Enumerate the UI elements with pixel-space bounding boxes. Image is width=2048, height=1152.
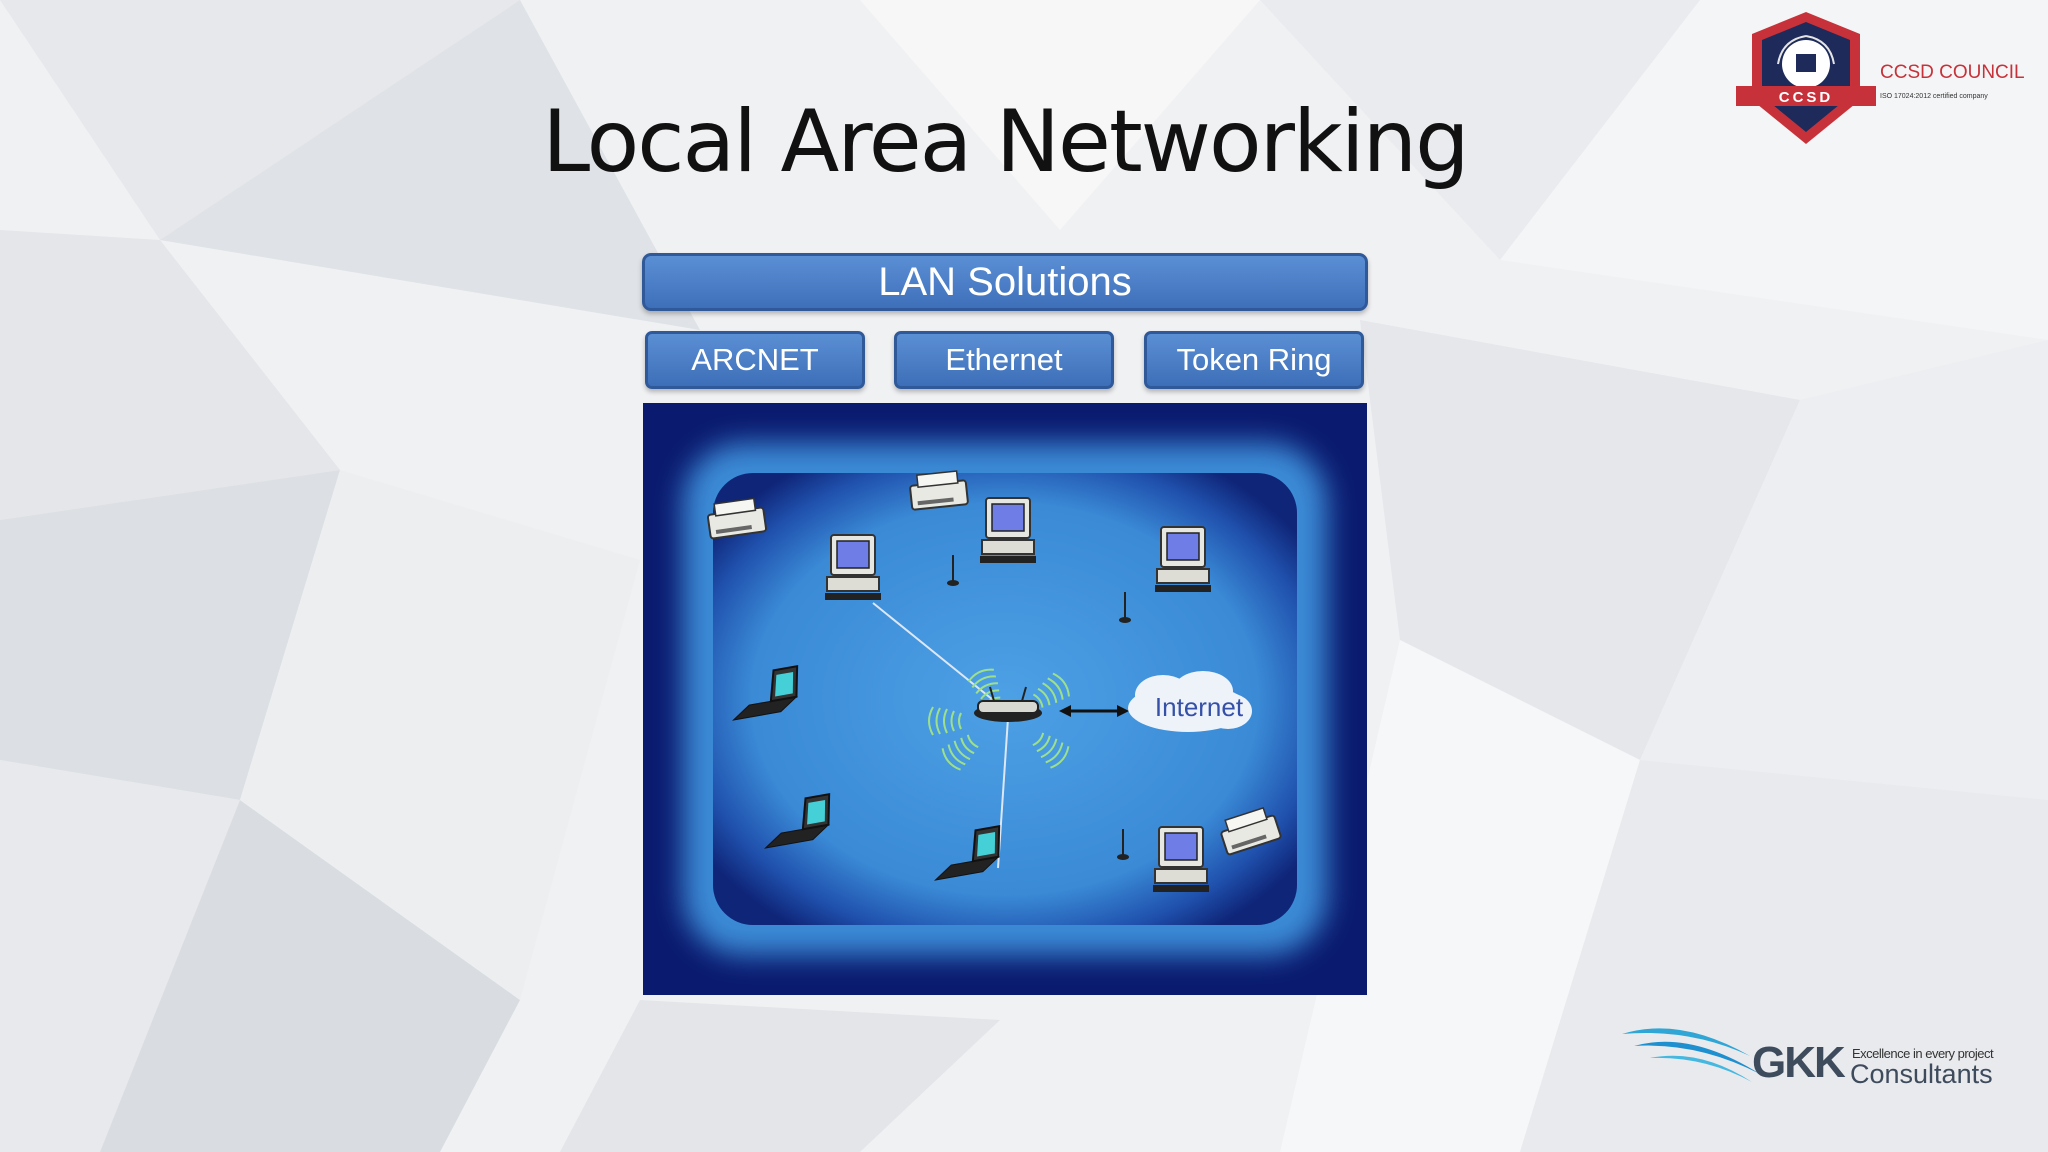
gkk-swoosh-icon [1622, 1028, 1760, 1082]
internet-label: Internet [1155, 692, 1244, 722]
internet-cloud-icon [1128, 671, 1252, 732]
ccsd-logo-icon: CCSD [1736, 12, 1876, 144]
computer-icon [824, 534, 882, 601]
ccsd-council-label: CCSD COUNCIL [1880, 62, 2025, 83]
ccsd-certification-label: ISO 17024:2012 certified company [1880, 93, 1988, 100]
arcnet-button[interactable]: ARCNET [645, 331, 865, 389]
token-ring-button[interactable]: Token Ring [1144, 331, 1364, 389]
computer-icon [979, 497, 1037, 564]
svg-text:CCSD: CCSD [1779, 89, 1834, 106]
gkk-tagline: Excellence in every project [1852, 1046, 1994, 1061]
ethernet-button[interactable]: Ethernet [894, 331, 1114, 389]
slide-title: Local Area Networking [542, 92, 1470, 192]
computer-icon [1152, 826, 1210, 893]
network-diagram: Internet [643, 403, 1367, 995]
computer-icon [1154, 526, 1212, 593]
double-arrow-icon [1059, 705, 1129, 717]
gkk-wordmark: GKK [1752, 1038, 1846, 1087]
hub-icon [974, 686, 1042, 722]
lan-solutions-header: LAN Solutions [642, 253, 1368, 311]
gkk-consultants-label: Consultants [1850, 1059, 1993, 1089]
